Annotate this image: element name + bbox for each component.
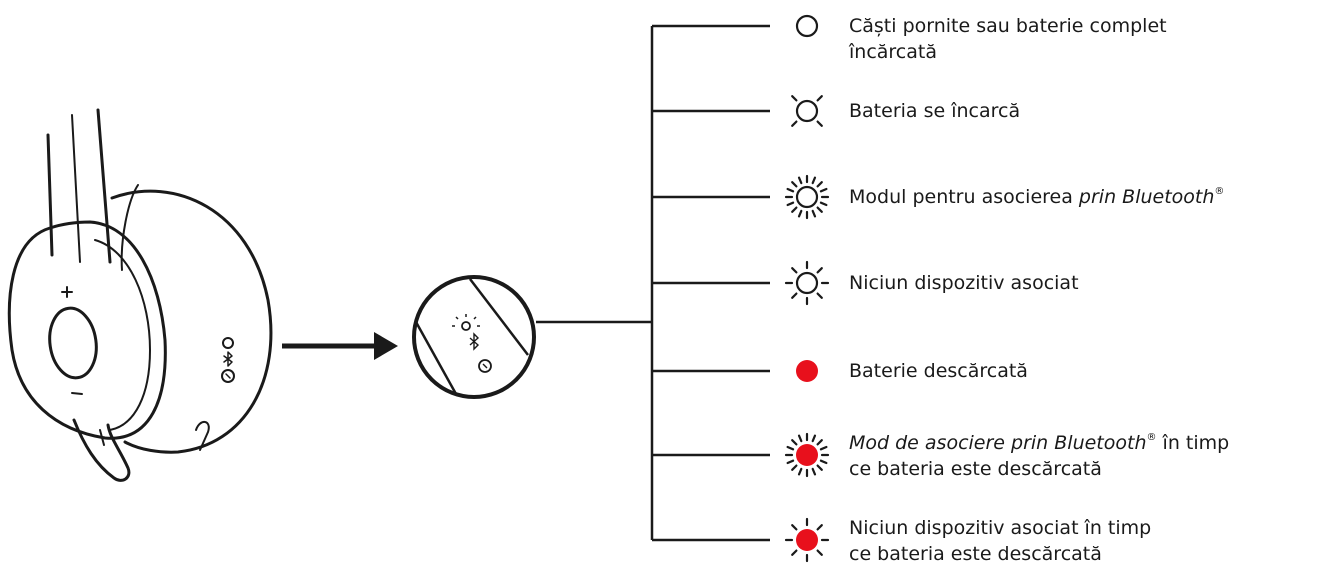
legend-label-4: Niciun dispozitiv asociat [849,270,1079,296]
zoom-led-icon [461,321,471,331]
legend-label-line1: Baterie descărcată [849,360,1028,382]
legend-label-5: Baterie descărcată [849,358,1028,384]
registered-mark: ® [1146,432,1157,443]
power-icon [221,369,235,383]
headband-inner [96,108,112,264]
usb-port [195,421,210,451]
legend-label-3: Modul pentru asocierea prin Bluetooth® [849,184,1224,210]
volume-down-icon [71,392,83,395]
legend-label-7: Niciun dispozitiv asociat în timp ce bate… [849,515,1151,567]
led-steady-red-icon [796,360,818,382]
ear-cushion [110,189,273,454]
mic-hinge [99,429,105,446]
led-fast-blink-white-icon [784,174,830,220]
legend-label-line1: Niciun dispozitiv asociat în timp [849,517,1152,539]
plate-rim [94,239,151,431]
zoom-led-rays [452,314,480,327]
led-dot-icon [222,337,234,349]
headband-outer [46,133,54,257]
headband-edge [71,114,81,263]
registered-mark: ® [1214,186,1225,197]
led-slow-pulse-white-icon [791,95,823,127]
zoom-bluetooth-icon [469,332,480,351]
led-steady-white-icon [795,14,819,38]
zoom-detail [412,275,536,399]
zoom-power-icon [478,359,492,373]
legend-label-1: Căști pornite sau baterie complet încărca… [849,13,1167,65]
main-button [48,306,98,380]
legend-label-line1: Bateria se încarcă [849,100,1021,122]
legend-label-line1: Modul pentru asocierea prin Bluetooth® [849,186,1225,208]
headset-icon [7,108,273,482]
led-fast-blink-red-icon [784,432,830,478]
legend-label-2: Bateria se încarcă [849,98,1020,124]
arrow-icon [282,332,398,360]
legend-label-line2: ce bateria este descărcată [849,458,1102,480]
mic-boom [72,418,131,482]
legend-label-line1: Căști pornite sau baterie complet [849,15,1167,37]
led-slow-blink-white-icon [784,260,830,306]
led-slow-blink-red-icon [784,517,830,563]
connector-lines [536,24,770,542]
cushion-seam [120,184,139,271]
legend-label-line2: ce bateria este descărcată [849,543,1102,565]
ear-plate [7,220,167,440]
legend-label-line2: încărcată [849,41,937,63]
volume-up-icon [61,286,73,298]
legend-label-6: Mod de asociere prin Bluetooth® în timp c… [849,430,1229,482]
bluetooth-icon [223,351,233,367]
legend-label-line1: Niciun dispozitiv asociat [849,272,1079,294]
led-state-icons [784,14,830,563]
legend-label-line1: Mod de asociere prin Bluetooth® în timp [849,432,1230,454]
